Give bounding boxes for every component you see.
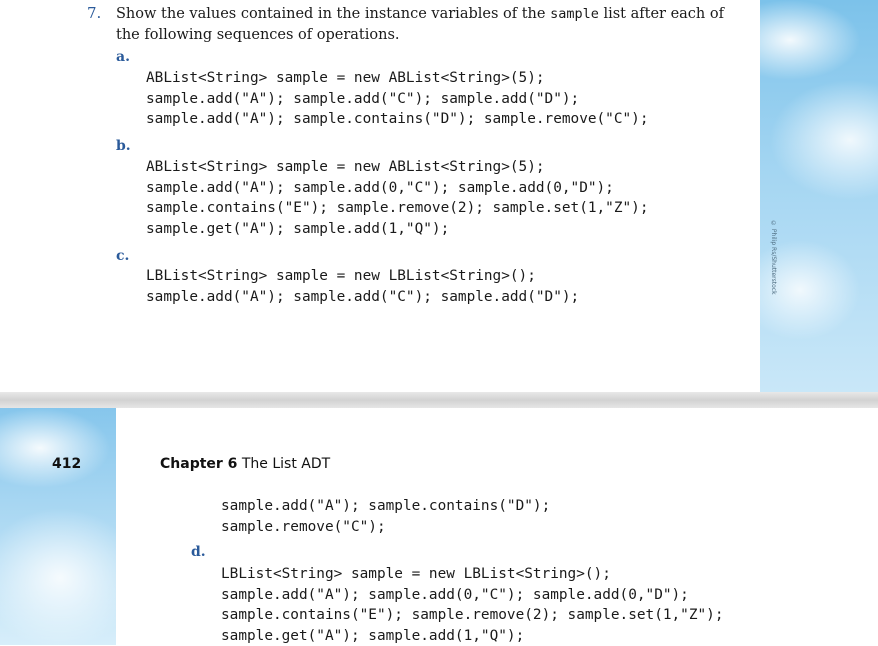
part-c-code: LBList<String> sample = new LBList<Strin… — [146, 266, 579, 307]
code-line: sample.add("A"); sample.add(0,"C"); samp… — [221, 586, 689, 603]
chapter-heading: Chapter 6 The List ADT — [160, 456, 330, 472]
question-number: 7. — [87, 4, 102, 22]
question-text-after: list after each of the following sequenc… — [116, 6, 724, 43]
code-line: sample.add("A"); sample.add(0,"C"); samp… — [146, 179, 614, 196]
code-line: LBList<String> sample = new LBList<Strin… — [221, 566, 611, 582]
code-line: sample.get("A"); sample.add(1,"Q"); — [146, 220, 450, 237]
part-c-label: c. — [116, 248, 130, 264]
page-break — [0, 392, 878, 408]
page-bottom — [0, 408, 878, 645]
code-line: sample.add("A"); sample.add("C"); sample… — [146, 90, 580, 107]
part-d-label: d. — [191, 544, 206, 560]
part-b-label: b. — [116, 138, 131, 154]
question-text: Show the values contained in the instanc… — [116, 4, 736, 46]
code-line: sample.get("A"); sample.add(1,"Q"); — [221, 627, 525, 644]
sky-photo-right — [760, 0, 878, 392]
part-a-code: ABList<String> sample = new ABList<Strin… — [146, 68, 649, 130]
photo-credit: © Philip Rs/Shutterstock — [770, 220, 777, 295]
question-text-before: Show the values contained in the instanc… — [116, 6, 551, 22]
part-b-code: ABList<String> sample = new ABList<Strin… — [146, 157, 649, 239]
sky-photo-left — [0, 408, 116, 645]
code-line: sample.add("A"); sample.add("C"); sample… — [146, 288, 580, 305]
page-number: 412 — [52, 456, 82, 472]
part-d-code: LBList<String> sample = new LBList<Strin… — [221, 564, 724, 646]
question-code-word: sample — [550, 6, 599, 22]
code-line: sample.add("A"); sample.contains("D"); — [221, 498, 551, 514]
code-line: sample.remove("C"); — [221, 518, 386, 535]
part-c-code-continued: sample.add("A"); sample.contains("D"); s… — [221, 496, 550, 537]
code-line: sample.contains("E"); sample.remove(2); … — [146, 200, 649, 217]
chapter-title: The List ADT — [241, 456, 331, 472]
code-line: ABList<String> sample = new ABList<Strin… — [146, 159, 545, 175]
code-line: ABList<String> sample = new ABList<Strin… — [146, 70, 545, 86]
code-line: sample.contains("E"); sample.remove(2); … — [221, 607, 724, 624]
page-top — [0, 0, 878, 392]
code-line: LBList<String> sample = new LBList<Strin… — [146, 268, 536, 284]
chapter-label: Chapter 6 — [160, 456, 238, 472]
code-line: sample.add("A"); sample.contains("D"); s… — [146, 111, 649, 128]
part-a-label: a. — [116, 49, 130, 65]
